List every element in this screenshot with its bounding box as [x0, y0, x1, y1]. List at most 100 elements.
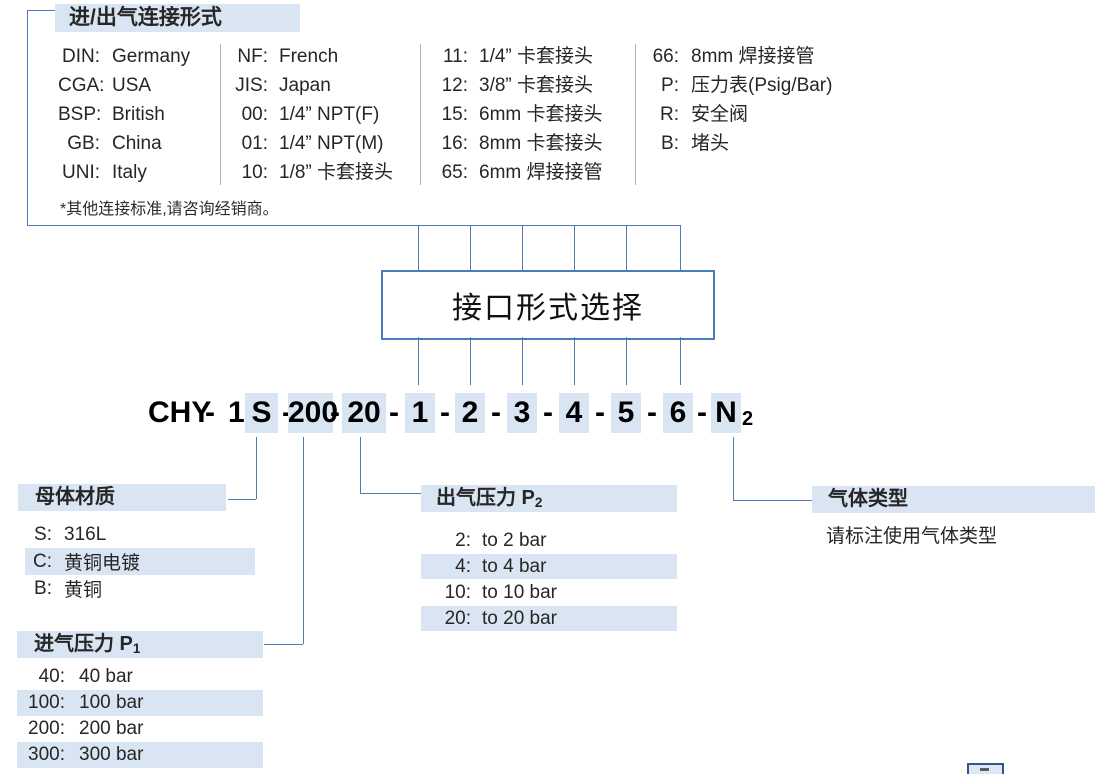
table-row: 11: 1/4” 卡套接头	[441, 42, 603, 71]
option-key: B:	[34, 577, 52, 599]
code-token-inlet-pressure: 200	[288, 393, 338, 433]
code-key: 16:	[441, 133, 468, 154]
code-token-port-2: 2	[455, 393, 485, 433]
column-divider	[220, 44, 221, 185]
connector-line	[574, 337, 575, 385]
code-dash: -	[389, 396, 399, 429]
code-value: 1/8” 卡套接头	[279, 162, 394, 183]
outlet-header-subscript: 2	[534, 494, 543, 510]
table-row: P:压力表(Psig/Bar)	[652, 71, 832, 100]
code-dash: -	[595, 396, 605, 429]
connector-line-outlet	[360, 437, 361, 493]
code-token-port-4: 4	[559, 393, 589, 433]
code-token-outlet-pressure: 20	[342, 393, 386, 433]
connection-note: *其他连接标准,请咨询经销商。	[60, 201, 279, 218]
option-row: 200:200 bar	[17, 716, 263, 742]
table-row: 65:6mm 焊接接管	[441, 158, 603, 187]
table-row: BSP:British	[58, 100, 190, 129]
option-value: 40 bar	[79, 666, 133, 687]
code-value: Germany	[112, 46, 191, 67]
gas-type-note: 请标注使用气体类型	[826, 526, 998, 547]
code-value: Italy	[112, 162, 147, 183]
table-row: GB:China	[58, 129, 190, 158]
option-value: 100 bar	[79, 692, 144, 713]
option-row: C: 黄铜电镀	[25, 548, 255, 575]
option-row: 10:to 10 bar	[421, 580, 677, 605]
code-value: 8mm 卡套接头	[479, 133, 603, 154]
code-key: GB:	[67, 133, 100, 154]
code-dash: -	[440, 396, 450, 429]
code-token: 1	[228, 396, 245, 429]
option-row: 100:100 bar	[17, 690, 263, 716]
option-key: 2:	[455, 529, 471, 551]
code-dash: -	[543, 396, 553, 429]
option-row: B: 黄铜	[25, 575, 255, 602]
code-key: DIN:	[62, 46, 100, 67]
outlet-pressure-section-header: 出气压力 P2	[421, 485, 677, 512]
option-key: 40:	[38, 666, 65, 687]
option-value: 黄铜电镀	[64, 553, 141, 574]
code-dash: -	[205, 396, 215, 429]
code-value: 安全阀	[691, 104, 749, 125]
code-key: 01:	[241, 133, 268, 154]
code-value: French	[279, 46, 339, 67]
table-row: JIS:Japan	[230, 71, 393, 100]
code-value: 堵头	[691, 133, 730, 154]
code-key: P:	[661, 75, 679, 96]
code-key: 12:	[441, 75, 468, 96]
table-row: R:安全阀	[652, 100, 832, 129]
code-value: British	[112, 104, 165, 125]
code-dash: -	[697, 396, 707, 429]
mini-box-mark	[980, 768, 989, 771]
option-value: to 20 bar	[482, 607, 557, 629]
option-row: S:316L	[25, 521, 255, 548]
table-row: 15:6mm 卡套接头	[441, 100, 603, 129]
code-token-port-6: 6	[663, 393, 693, 433]
code-key: 11:	[442, 46, 468, 67]
table-row: CGA: USA	[58, 71, 190, 100]
table-row: NF: French	[230, 42, 393, 71]
code-key: CGA:	[58, 75, 105, 96]
option-key: 10:	[444, 581, 471, 603]
table-row: 10:1/8” 卡套接头	[230, 158, 393, 187]
connector-line	[680, 225, 681, 270]
option-key: 20:	[444, 607, 471, 629]
option-key: C:	[33, 550, 52, 572]
code-token: CHY	[148, 396, 212, 429]
code-token-port-1: 1	[405, 393, 435, 433]
code-value: 6mm 焊接接管	[479, 162, 603, 183]
connector-line	[470, 337, 471, 385]
table-row: UNI:Italy	[58, 158, 190, 187]
code-gas-subscript: 2	[742, 408, 754, 430]
option-value: 黄铜	[64, 580, 103, 601]
code-value: Japan	[279, 75, 331, 96]
code-key: NF:	[237, 46, 268, 67]
table-row: 00: 1/4” NPT(F)	[230, 100, 393, 129]
code-key: 15:	[441, 104, 468, 125]
code-token-port-5: 5	[611, 393, 641, 433]
code-value: 1/4” NPT(F)	[279, 104, 380, 125]
option-value: to 4 bar	[482, 555, 547, 577]
connector-line	[522, 225, 523, 270]
inlet-pressure-section-header: 进气压力 P1	[17, 631, 263, 658]
port-form-selection-box: 接口形式选择	[381, 270, 715, 340]
code-value: 1/4” NPT(M)	[279, 133, 384, 154]
connection-column-3: 11:1/4” 卡套接头 12:3/8” 卡套接头 15:6mm 卡套接头 16…	[441, 42, 603, 187]
connector-line-material	[228, 499, 256, 500]
inlet-header-subscript: 1	[132, 640, 141, 656]
connector-line-gas	[733, 500, 812, 501]
code-key: 00:	[241, 104, 268, 125]
table-row: 01: 1/4” NPT(M)	[230, 129, 393, 158]
order-code-line: CHY - 1 S - 200 - 20 - 1 - 2 - 3 - 4 - 5…	[0, 393, 1095, 435]
option-value: to 2 bar	[482, 529, 547, 551]
option-key: 200:	[28, 718, 65, 739]
table-row: B:堵头	[652, 129, 832, 158]
option-key: 4:	[455, 555, 471, 577]
code-value: 1/4” 卡套接头	[479, 46, 594, 67]
code-value: USA	[112, 75, 152, 96]
connector-line	[522, 337, 523, 385]
option-value: 316L	[64, 523, 107, 545]
code-key: 66:	[652, 46, 679, 67]
connector-line	[626, 337, 627, 385]
